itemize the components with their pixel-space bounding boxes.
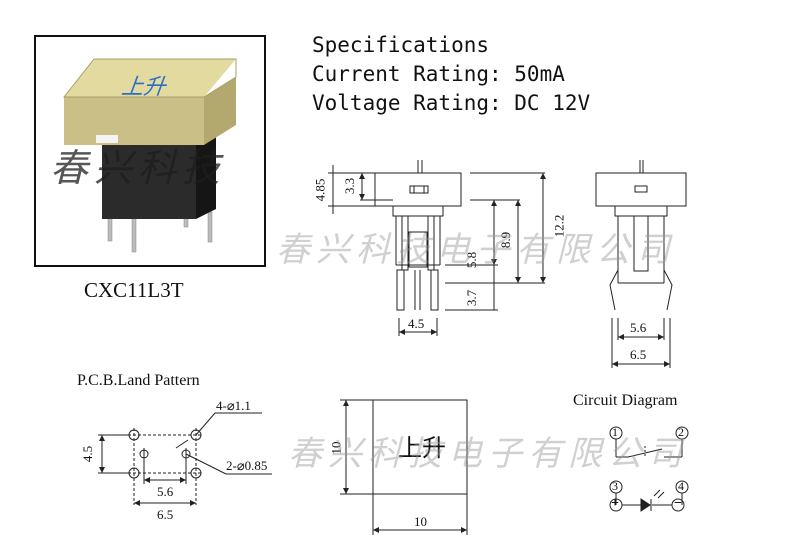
pcb-dim-4-5: 4.5 <box>80 445 96 463</box>
dim-3-3: 3.3 <box>342 177 358 195</box>
pcb-title: P.C.B.Land Pattern <box>77 372 200 389</box>
switch-illustration <box>62 58 237 253</box>
dim-4-85: 4.85 <box>312 178 328 202</box>
model-number: CXC11L3T <box>84 278 184 302</box>
dim-6-5: 6.5 <box>630 347 647 362</box>
dim-4-5: 4.5 <box>408 316 425 331</box>
circuit-pin-2: 2 <box>678 425 684 439</box>
pcb-hole-large-label: 4-⌀1.1 <box>216 398 251 413</box>
pcb-hole-small-label: 2-⌀0.85 <box>226 458 268 473</box>
dim-3-7: 3.7 <box>464 289 480 307</box>
spec-current-rating: Current Rating: 50mA <box>312 62 565 86</box>
watermark-bottom: 春兴科技电子有限公司 <box>288 434 688 474</box>
pcb-dim-6-5: 6.5 <box>157 507 174 522</box>
pcb-dim-5-6: 5.6 <box>157 484 174 499</box>
product-photo: 上升 春兴科技 <box>34 35 266 267</box>
circuit-pin-1: 1 <box>612 425 618 439</box>
dim-5-6: 5.6 <box>630 320 647 335</box>
circuit-plus: + <box>611 496 619 511</box>
spec-voltage-rating: Voltage Rating: DC 12V <box>312 91 591 115</box>
top-view-dim-horizontal: 10 <box>414 514 427 529</box>
top-view-label: 上升 <box>398 434 446 462</box>
spec-title: Specifications <box>312 33 490 57</box>
circuit-minus: − <box>674 496 682 511</box>
watermark-top: 春兴科技电子有限公司 <box>276 230 676 270</box>
circuit-pin-3: 3 <box>612 479 618 493</box>
photo-watermark: 春兴科技 <box>50 146 227 190</box>
circuit-pin-4: 4 <box>678 479 684 493</box>
circuit-title: Circuit Diagram <box>573 392 678 409</box>
